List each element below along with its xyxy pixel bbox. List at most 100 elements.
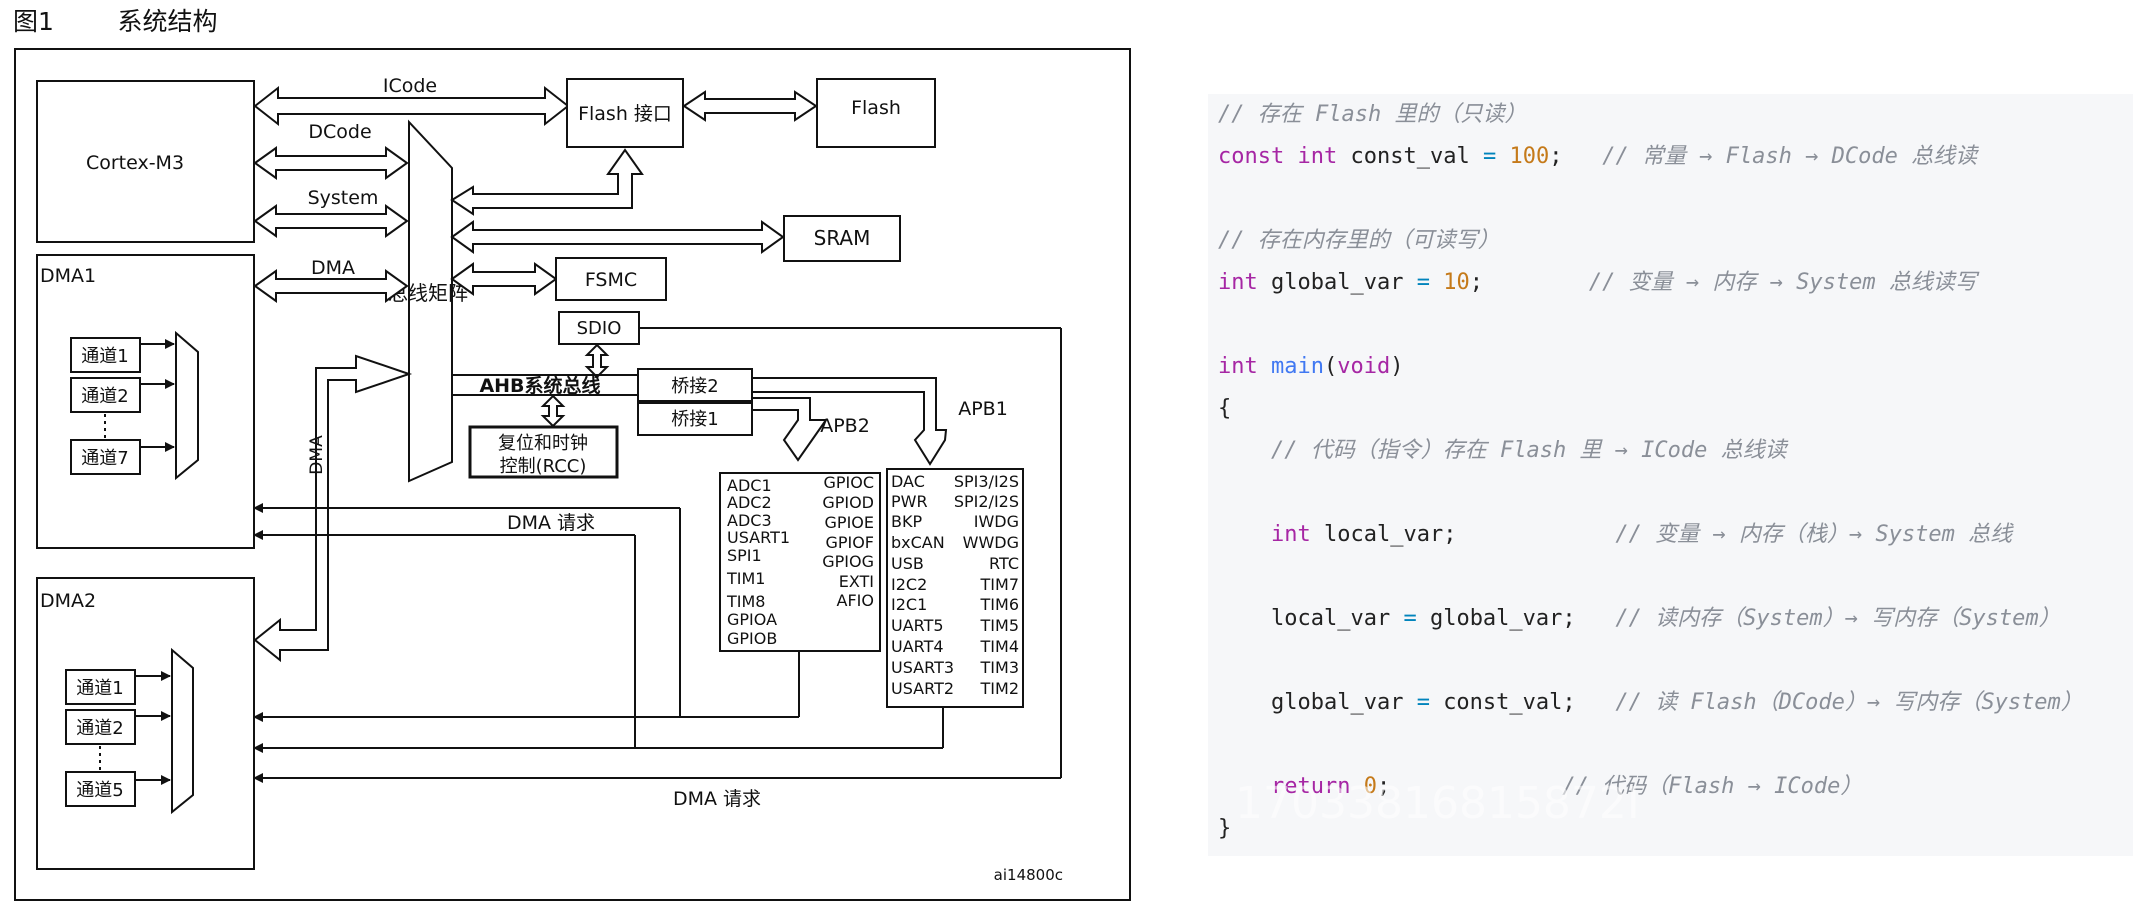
dma1-channel-7: 通道7 [81, 448, 128, 469]
code-operator: = [1403, 606, 1417, 631]
apb2-periph: TIM8 [726, 592, 765, 611]
apb2-periph: GPIOE [825, 513, 874, 532]
flash-interface-label: Flash 接口 [578, 103, 672, 125]
code-keyword: return [1270, 774, 1351, 799]
code-number: 0 [1363, 774, 1377, 799]
matrix-to-flash-interface-arrow [450, 148, 644, 216]
dcode-bus-arrow [253, 146, 409, 180]
dma2-title: DMA2 [40, 590, 96, 612]
code-panel: // 存在 Flash 里的（只读） const int const_val =… [1208, 94, 2133, 856]
watermark-text: 17033816815872I [1235, 778, 1640, 829]
cortex-m3-box [36, 80, 255, 243]
dma-bus-arrow [253, 269, 409, 303]
apb2-periph: ADC3 [727, 511, 772, 530]
apb1-periph: TIM7 [980, 575, 1019, 594]
bridge2-box [637, 368, 753, 402]
code-semicolon: ; [1562, 690, 1576, 715]
code-brace: } [1218, 816, 1232, 841]
dma2-channel-1: 通道1 [76, 678, 123, 699]
dma-request-lower-label: DMA 请求 [673, 788, 761, 810]
code-operator: = [1416, 270, 1430, 295]
code-identifier: global_var [1270, 690, 1404, 715]
rcc-label-line2: 控制(RCC) [500, 456, 587, 477]
apb1-periph: USART3 [891, 658, 954, 677]
code-comment: // 变量 → 内存 → System 总线读写 [1588, 270, 1977, 295]
apb1-bus-arrow [751, 377, 948, 466]
apb1-periph: I2C2 [891, 575, 927, 594]
sram-label: SRAM [814, 226, 871, 250]
system-bus-arrow [253, 204, 409, 238]
code-comment: // 常量 → Flash → DCode 总线读 [1602, 144, 1978, 169]
bridge1-label: 桥接1 [671, 409, 718, 430]
code-line-17: return 0; // 代码（Flash → ICode） [1218, 766, 1862, 808]
system-label: System [308, 187, 379, 209]
apb2-periph: GPIOB [727, 629, 777, 648]
apb2-periph: GPIOA [727, 610, 777, 629]
dma2-channel-1-box [65, 669, 136, 705]
apb1-periph: IWDG [974, 512, 1019, 531]
apb2-periph: GPIOC [823, 473, 874, 492]
code-semicolon: ; [1562, 606, 1576, 631]
code-line-11: int local_var; // 变量 → 内存（栈）→ System 总线 [1218, 514, 2012, 556]
code-keyword: const [1218, 144, 1285, 169]
dma1-channel-1-box [70, 337, 141, 373]
rcc-box [468, 425, 619, 479]
code-keyword: int [1218, 354, 1258, 379]
apb2-periph: ADC1 [727, 476, 772, 495]
code-line-2: const int const_val = 100; // 常量 → Flash… [1218, 136, 1977, 178]
code-comment: // 读 Flash（DCode）→ 写内存（System） [1615, 690, 2083, 715]
code-line-1: // 存在 Flash 里的（只读） [1218, 94, 1526, 136]
dma1-title: DMA1 [40, 265, 96, 287]
bridge2-label: 桥接2 [671, 376, 718, 397]
code-comment: // 代码（Flash → ICode） [1562, 774, 1863, 799]
dma2-channel-5: 通道5 [76, 780, 123, 801]
fsmc-box [555, 257, 667, 301]
apb1-periph: UART4 [891, 637, 944, 656]
apb2-bus-arrow [751, 397, 828, 462]
apb2-periph: GPIOD [822, 493, 874, 512]
dma-request-upper-label: DMA 请求 [507, 512, 595, 534]
dcode-label: DCode [308, 121, 371, 143]
apb2-left-column: ADC1 ADC2 ADC3 USART1 SPI1 TIM1 TIM8 GPI… [726, 476, 790, 648]
dma1-channel-2: 通道2 [81, 386, 128, 407]
code-line-4: // 存在内存里的（可读写） [1218, 220, 1500, 262]
code-semicolon: ; [1549, 144, 1563, 169]
apb1-peripherals-box [886, 468, 1024, 708]
dma1-arbiter [175, 330, 199, 481]
code-semicolon: ; [1376, 774, 1391, 799]
code-paren: ) [1390, 354, 1404, 379]
dma2-channel-5-box [65, 771, 136, 807]
dma1-channel-1: 通道1 [81, 346, 128, 367]
apb1-periph: BKP [891, 512, 922, 531]
apb1-periph: TIM6 [980, 595, 1019, 614]
dma2-channel-2: 通道2 [76, 718, 123, 739]
code-identifier: global_var [1429, 606, 1563, 631]
code-line-9: // 代码（指令）存在 Flash 里 → ICode 总线读 [1218, 430, 1787, 472]
apb2-periph: USART1 [727, 528, 790, 547]
code-function: main [1271, 354, 1324, 379]
code-comment: // 存在内存里的（可读写） [1218, 228, 1500, 253]
code-keyword: int [1218, 270, 1258, 295]
bus-matrix [408, 119, 453, 483]
dma1-channel-2-box [70, 377, 141, 413]
dma2-arbiter [171, 647, 194, 815]
code-comment: // 变量 → 内存（栈）→ System 总线 [1615, 522, 2013, 547]
system-architecture-diagram: Cortex-M3 DMA1 通道1 通道2 通道7 DMA2 通道1 通道2 … [14, 48, 1131, 901]
apb1-periph: TIM2 [980, 679, 1019, 698]
apb1-periph: TIM4 [980, 637, 1019, 656]
code-line-7: int main(void) [1218, 346, 1403, 388]
code-identifier: global_var [1271, 270, 1404, 295]
dma2-channel-2-box [65, 709, 136, 745]
dma1-channel-7-box [70, 439, 141, 475]
apb1-periph: TIM5 [980, 616, 1019, 635]
rcc-label-line1: 复位和时钟 [498, 433, 588, 454]
apb2-periph: AFIO [837, 591, 874, 610]
code-keyword: int [1297, 144, 1338, 169]
figure-title: 图1 系统结构 [13, 7, 218, 36]
apb1-left-column: DAC PWR BKP bxCAN USB I2C2 I2C1 UART5 UA… [891, 472, 954, 698]
ahb-bus-label: AHB系统总线 [479, 374, 600, 397]
apb1-periph: DAC [891, 472, 925, 491]
code-line-15: global_var = const_val; // 读 Flash（DCode… [1218, 682, 2083, 724]
code-number: 100 [1509, 144, 1550, 169]
code-semicolon: ; [1469, 270, 1483, 295]
